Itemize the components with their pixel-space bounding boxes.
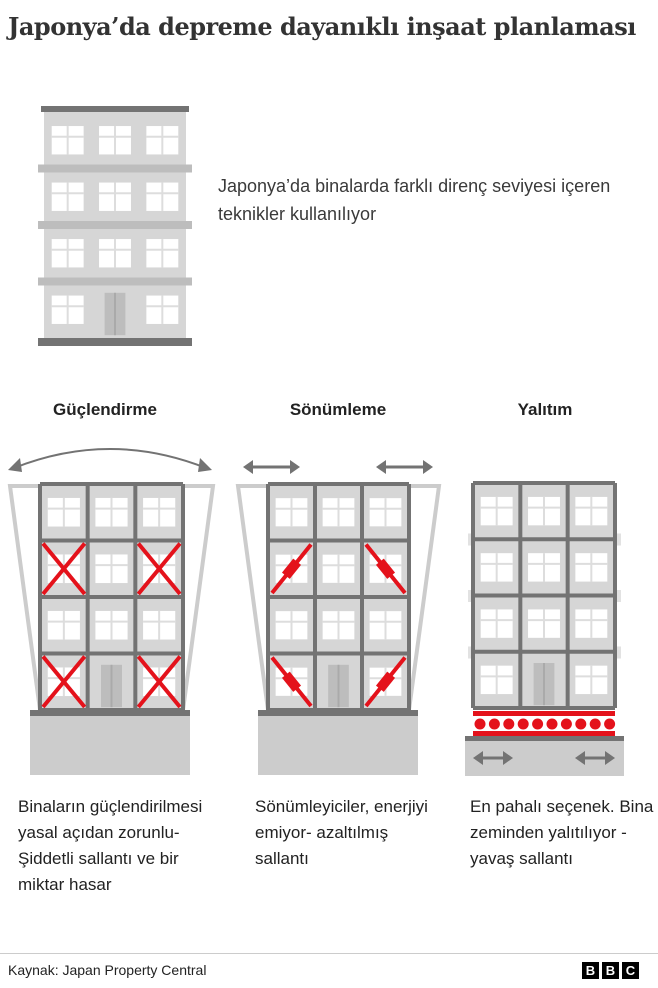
sway-arrow-left <box>243 460 300 474</box>
isolator-bearing <box>546 718 558 730</box>
isolator-bottom <box>473 731 615 736</box>
cross-brace <box>136 542 182 596</box>
damper <box>281 558 302 579</box>
heading-damping: Sönümleme <box>289 400 387 419</box>
arrow-head <box>198 458 212 472</box>
isolated-building <box>471 481 617 710</box>
bbc-logo-letter: C <box>622 962 639 979</box>
foundation <box>465 736 624 776</box>
arrow-head <box>8 458 22 472</box>
caption-isolation: En pahalı seçenek. Bina zeminden yalıtıl… <box>470 797 654 868</box>
intro-text: Japonya’da binalarda farklı direnç seviy… <box>218 176 611 224</box>
damper <box>375 671 396 692</box>
sway-arrow-right <box>376 460 433 474</box>
heading-isolation: Yalıtım <box>517 400 573 419</box>
cross-brace <box>41 542 87 596</box>
damper <box>375 558 396 579</box>
isolator-bearing <box>517 718 529 730</box>
caption-damping: Sönümleyiciler, enerjiyi emiyor- azaltıl… <box>255 797 428 868</box>
arrow-head <box>423 460 433 474</box>
arrow-head <box>503 751 513 765</box>
footer-divider <box>0 953 658 954</box>
isolator-top <box>473 711 615 716</box>
arrow-head <box>605 751 615 765</box>
floor-ledge <box>38 277 192 286</box>
foundation <box>258 710 418 775</box>
sway-arc <box>13 448 207 469</box>
isolator-bearing <box>503 718 515 730</box>
bbc-logo-letter: B <box>602 962 619 979</box>
bbc-logo-letter: B <box>582 962 599 979</box>
arrow-head <box>290 460 300 474</box>
damper <box>281 671 302 692</box>
isolator-bearing <box>604 718 616 730</box>
ground-slab <box>30 710 190 716</box>
arrow-head <box>473 751 483 765</box>
arrow-head <box>376 460 386 474</box>
ground-slab <box>465 736 624 741</box>
isolator-bearing <box>488 718 500 730</box>
arrow-head <box>575 751 585 765</box>
caption-strengthening: Binaların güçlendirilmesi yasal açıdan z… <box>18 797 203 894</box>
roof <box>41 106 189 112</box>
isolator-bearing <box>532 718 544 730</box>
cross-brace <box>41 655 87 709</box>
ground-slab <box>258 710 418 716</box>
intro-building <box>38 106 192 346</box>
isolator-bearing <box>575 718 587 730</box>
ground-slab <box>38 338 192 346</box>
damped-building <box>266 482 411 712</box>
isolator-bearing <box>589 718 601 730</box>
bbc-logo: B B C <box>582 962 639 979</box>
heading-strengthening: Güçlendirme <box>53 400 157 419</box>
cross-brace <box>136 655 182 709</box>
floor-ledge <box>38 221 192 229</box>
strengthened-building <box>38 482 185 712</box>
source-text: Kaynak: Japan Property Central <box>8 962 207 978</box>
isolator-bearing <box>474 718 486 730</box>
ground-arrow-left <box>473 751 513 765</box>
floor-ledge <box>38 164 192 173</box>
foundation <box>30 710 190 775</box>
ground-arrow-right <box>575 751 615 765</box>
arrow-head <box>243 460 253 474</box>
illustrations <box>7 106 624 776</box>
isolator-bearing <box>560 718 572 730</box>
page-title: Japonya’da depreme dayanıklı inşaat plan… <box>8 12 636 41</box>
